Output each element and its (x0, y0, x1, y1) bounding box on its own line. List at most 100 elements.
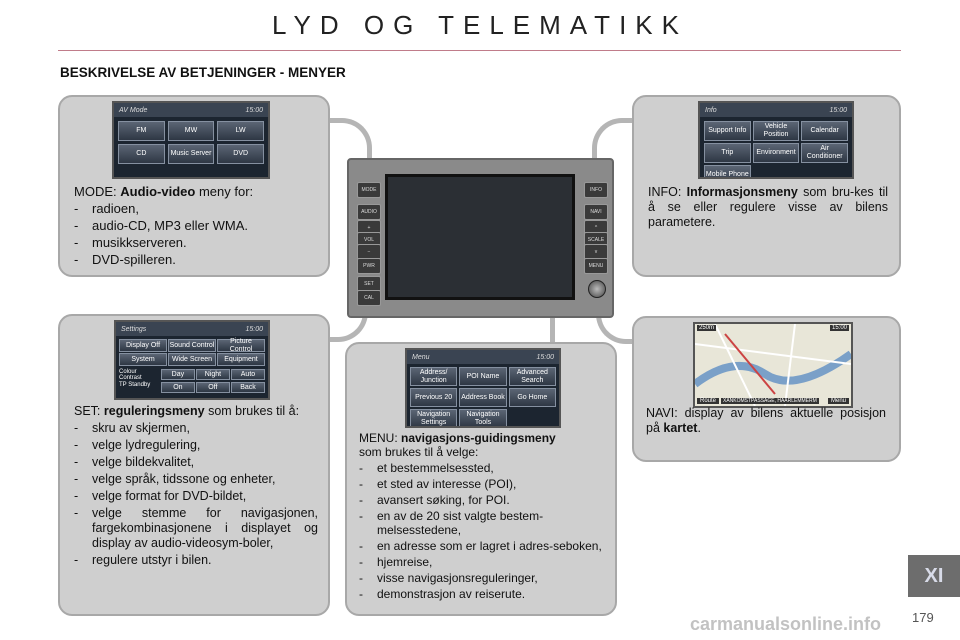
title-divider (58, 50, 901, 51)
map-time: 15:00 (829, 325, 849, 331)
list-item: radioen, (74, 201, 319, 216)
calendar-button[interactable]: Calendar (801, 121, 848, 141)
list-item: demonstrasjon av reiserute. (359, 587, 607, 601)
colour-contrast-label: Colour Contrast (119, 369, 142, 381)
equipment-button[interactable]: Equipment (217, 353, 265, 366)
air-conditioner-button[interactable]: Air Conditioner (801, 143, 848, 163)
mode-bold-term: Audio-video (120, 184, 196, 199)
screen-title: Info (705, 106, 717, 114)
list-item: velge lydregulering, (74, 438, 318, 453)
screen-time: 15:00 (245, 106, 263, 114)
list-item: DVD-spilleren. (74, 252, 319, 267)
fm-button[interactable]: FM (118, 121, 165, 141)
navi-map-screen: 250m 15:00 Route XANKOMSTPASSAGE, HAARLE… (693, 322, 853, 408)
unit-menu-button[interactable]: MENU (584, 258, 608, 274)
lw-button[interactable]: LW (217, 121, 264, 141)
cd-button[interactable]: CD (118, 144, 165, 164)
list-item: skru av skjermen, (74, 421, 318, 436)
page-number: 179 (912, 610, 934, 625)
list-item: regulere utstyr i bilen. (74, 553, 318, 568)
mode-panel: AV Mode 15:00 FM MW LW CD Music Server DV… (58, 95, 330, 277)
mode-description: MODE: Audio-video meny for: radioen, aud… (74, 184, 319, 269)
map-street-name: XANKOMSTPASSAGE, HAARLEMMERM (721, 398, 819, 404)
poi-name-button[interactable]: POI Name (459, 367, 507, 386)
watermark: carmanualsonline.info (690, 614, 882, 634)
mobile-phone-button[interactable]: Mobile Phone (704, 165, 751, 177)
auto-button[interactable]: Auto (230, 369, 265, 380)
picture-control-button[interactable]: Picture Control (217, 338, 265, 353)
system-button[interactable]: System (119, 353, 167, 366)
on-button[interactable]: On (160, 382, 195, 393)
night-button[interactable]: Night (195, 369, 230, 380)
off-button[interactable]: Off (195, 382, 230, 393)
map-menu-button[interactable]: Menu (827, 398, 849, 404)
section-heading: BESKRIVELSE AV BETJENINGER - MENYER (60, 65, 346, 80)
menu-list: et bestemmelsessted, et sted av interess… (359, 461, 607, 601)
display-off-button[interactable]: Display Off (119, 339, 167, 352)
vehicle-position-button[interactable]: Vehicle Position (752, 121, 800, 141)
unit-info-button[interactable]: INFO (584, 182, 608, 198)
screen-title: AV Mode (119, 106, 148, 114)
mode-screen: AV Mode 15:00 FM MW LW CD Music Server DV… (112, 101, 270, 179)
dvd-button[interactable]: DVD (217, 144, 264, 164)
mode-list: radioen, audio-CD, MP3 eller WMA. musikk… (74, 201, 319, 267)
unit-mode-button[interactable]: MODE (357, 182, 381, 198)
menu-bold-term: navigasjons-guidingsmeny (401, 431, 556, 445)
chapter-tab: XI (908, 555, 960, 597)
set-description: SET: reguleringsmeny som brukes til å: s… (74, 404, 318, 570)
address-book-button[interactable]: Address Book (459, 388, 507, 407)
list-item: audio-CD, MP3 eller WMA. (74, 218, 319, 233)
navigation-tools-button[interactable]: Navigation Tools (459, 409, 507, 426)
unit-pwr-button[interactable]: PWR (357, 258, 381, 274)
list-item: velge bildekvalitet, (74, 455, 318, 470)
unit-cal-button[interactable]: CAL (357, 290, 381, 306)
support-info-button[interactable]: Support Info (704, 121, 751, 141)
list-item: avansert søking, for POI. (359, 493, 607, 507)
connector-info (592, 118, 638, 190)
navigation-settings-button[interactable]: Navigation Settings (410, 409, 458, 426)
previous-20-button[interactable]: Previous 20 (410, 388, 458, 407)
set-bold-term: reguleringsmeny (103, 404, 205, 418)
screen-time: 15:00 (536, 353, 554, 361)
music-server-button[interactable]: Music Server (167, 144, 215, 164)
info-bold-term: Informasjonsmeny (686, 185, 798, 199)
wide-screen-button[interactable]: Wide Screen (168, 353, 216, 366)
head-unit: MODE AUDIO + VOL − PWR SET CAL INFO NAVI… (347, 158, 614, 318)
advanced-search-button[interactable]: Advanced Search (508, 367, 556, 386)
map-scale: 250m (697, 325, 717, 331)
unit-audio-button[interactable]: AUDIO (357, 204, 381, 220)
page-title: LYD OG TELEMATIKK (272, 10, 688, 40)
list-item: en av de 20 sist valgte bestem-melsesste… (359, 509, 607, 537)
list-item: en adresse som er lagret i adres-seboken… (359, 539, 607, 553)
list-item: et bestemmelsessted, (359, 461, 607, 475)
environment-button[interactable]: Environment (752, 143, 800, 163)
back-button[interactable]: Back (230, 382, 265, 393)
sound-control-button[interactable]: Sound Control (168, 339, 216, 352)
unit-scale-down-button[interactable]: v (584, 244, 608, 260)
unit-knob[interactable] (588, 280, 606, 298)
navi-description: NAVI: display av bilens aktuelle posisjo… (646, 406, 886, 435)
map-route-button[interactable]: Route (697, 398, 720, 404)
screen-time: 15:00 (245, 325, 263, 333)
trip-button[interactable]: Trip (704, 143, 751, 163)
go-home-button[interactable]: Go Home (508, 388, 556, 407)
list-item: velge format for DVD-bildet, (74, 489, 318, 504)
map-drawing (695, 324, 851, 406)
list-item: musikkserveren. (74, 235, 319, 250)
list-item: velge språk, tidssone og enheter, (74, 472, 318, 487)
head-unit-screen (385, 174, 575, 300)
screen-title: Settings (121, 325, 147, 333)
set-list: skru av skjermen, velge lydregulering, v… (74, 421, 318, 568)
connector-mode (322, 118, 372, 190)
tp-standby-label: TP Standby (119, 382, 151, 388)
mw-button[interactable]: MW (167, 121, 215, 141)
day-button[interactable]: Day (160, 369, 195, 380)
address-junction-button[interactable]: Address/ Junction (410, 367, 458, 386)
unit-navi-button[interactable]: NAVI (584, 204, 608, 220)
